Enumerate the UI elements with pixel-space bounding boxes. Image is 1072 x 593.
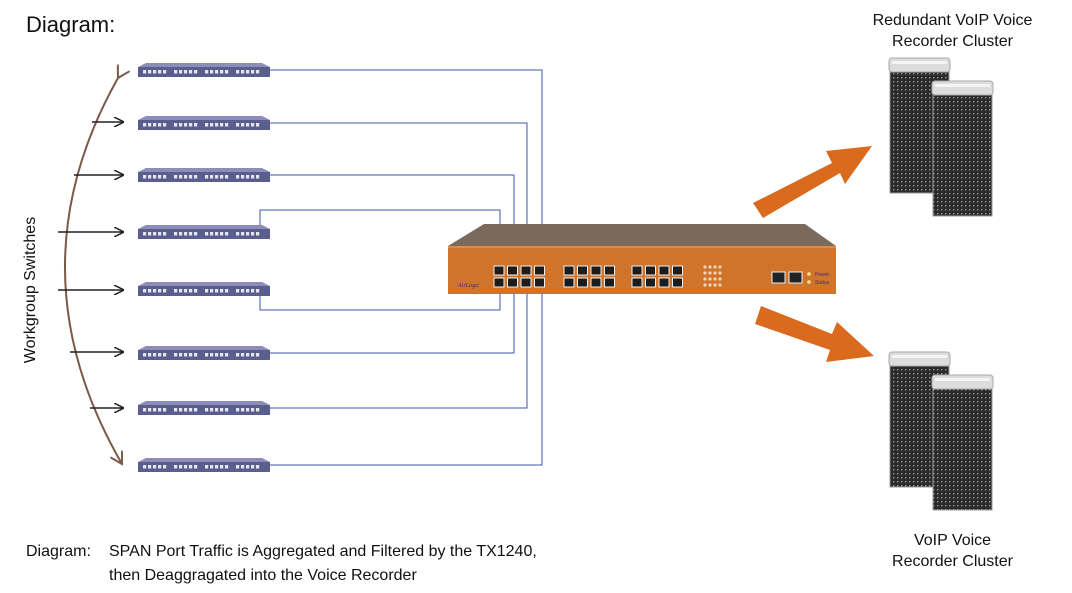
workgroup-switch	[138, 458, 270, 472]
device-led-grid	[703, 265, 722, 287]
device-port	[520, 265, 532, 276]
device-port	[604, 277, 615, 288]
device-port	[590, 277, 602, 288]
caption-label: Diagram:	[26, 543, 91, 560]
workgroup-switch	[138, 225, 270, 239]
device-port	[534, 277, 545, 288]
redundant-cluster-label: Redundant VoIP Voice Recorder Cluster	[855, 10, 1050, 52]
redundant-cluster-label-line1: Redundant VoIP Voice	[872, 12, 1033, 29]
workgroup-switch	[138, 116, 270, 130]
device-port	[520, 277, 532, 288]
device-port	[645, 277, 656, 288]
device-port	[563, 277, 575, 288]
device-top	[448, 224, 836, 246]
workgroup-curve-arrow	[64, 78, 122, 464]
switch-arrows	[58, 122, 123, 408]
device-port	[493, 277, 505, 288]
arrow-to-redundant-cluster	[753, 146, 872, 218]
device-port	[493, 265, 505, 276]
device-port	[577, 277, 588, 288]
mgmt-port-2	[788, 271, 803, 284]
server-tower	[931, 80, 994, 217]
device-port	[577, 265, 588, 276]
device-port	[658, 277, 670, 288]
device-port	[631, 265, 643, 276]
workgroup-switch	[138, 168, 270, 182]
workgroup-switches	[138, 63, 270, 472]
workgroup-switch	[138, 346, 270, 360]
device-port	[590, 265, 602, 276]
server-tower	[931, 374, 994, 511]
device-port	[563, 265, 575, 276]
device-ports	[493, 265, 683, 288]
device-brand-logo: AirLogic	[457, 283, 480, 289]
primary-cluster-label-line2: Recorder Cluster	[892, 553, 1013, 570]
led-power-label: Power	[815, 272, 830, 278]
device-port	[658, 265, 670, 276]
aggregation-device: Power Status AirLogic	[448, 224, 836, 294]
device-port	[631, 277, 643, 288]
page-title: Diagram:	[26, 12, 116, 37]
caption-line2: then Deaggragated into the Voice Recorde…	[109, 567, 417, 584]
device-port	[672, 277, 683, 288]
device-port	[507, 277, 518, 288]
primary-cluster-label: VoIP Voice Recorder Cluster	[855, 530, 1050, 572]
device-port	[534, 265, 545, 276]
arrow-to-primary-cluster	[755, 306, 874, 362]
caption-text1: SPAN Port Traffic is Aggregated and Filt…	[109, 543, 537, 560]
redundant-cluster-label-line2: Recorder Cluster	[892, 33, 1013, 50]
workgroup-switch	[138, 401, 270, 415]
workgroup-switch	[138, 63, 270, 77]
device-port	[507, 265, 518, 276]
primary-cluster-label-line1: VoIP Voice	[913, 532, 992, 549]
device-port	[672, 265, 683, 276]
workgroup-switch	[138, 282, 270, 296]
device-port	[604, 265, 615, 276]
device-port	[645, 265, 656, 276]
caption-line1: Diagram: SPAN Port Traffic is Aggregated …	[26, 543, 537, 561]
voice-recorder-servers	[888, 57, 994, 511]
mgmt-port-1	[771, 271, 786, 284]
led-status-label: Status	[815, 280, 830, 286]
